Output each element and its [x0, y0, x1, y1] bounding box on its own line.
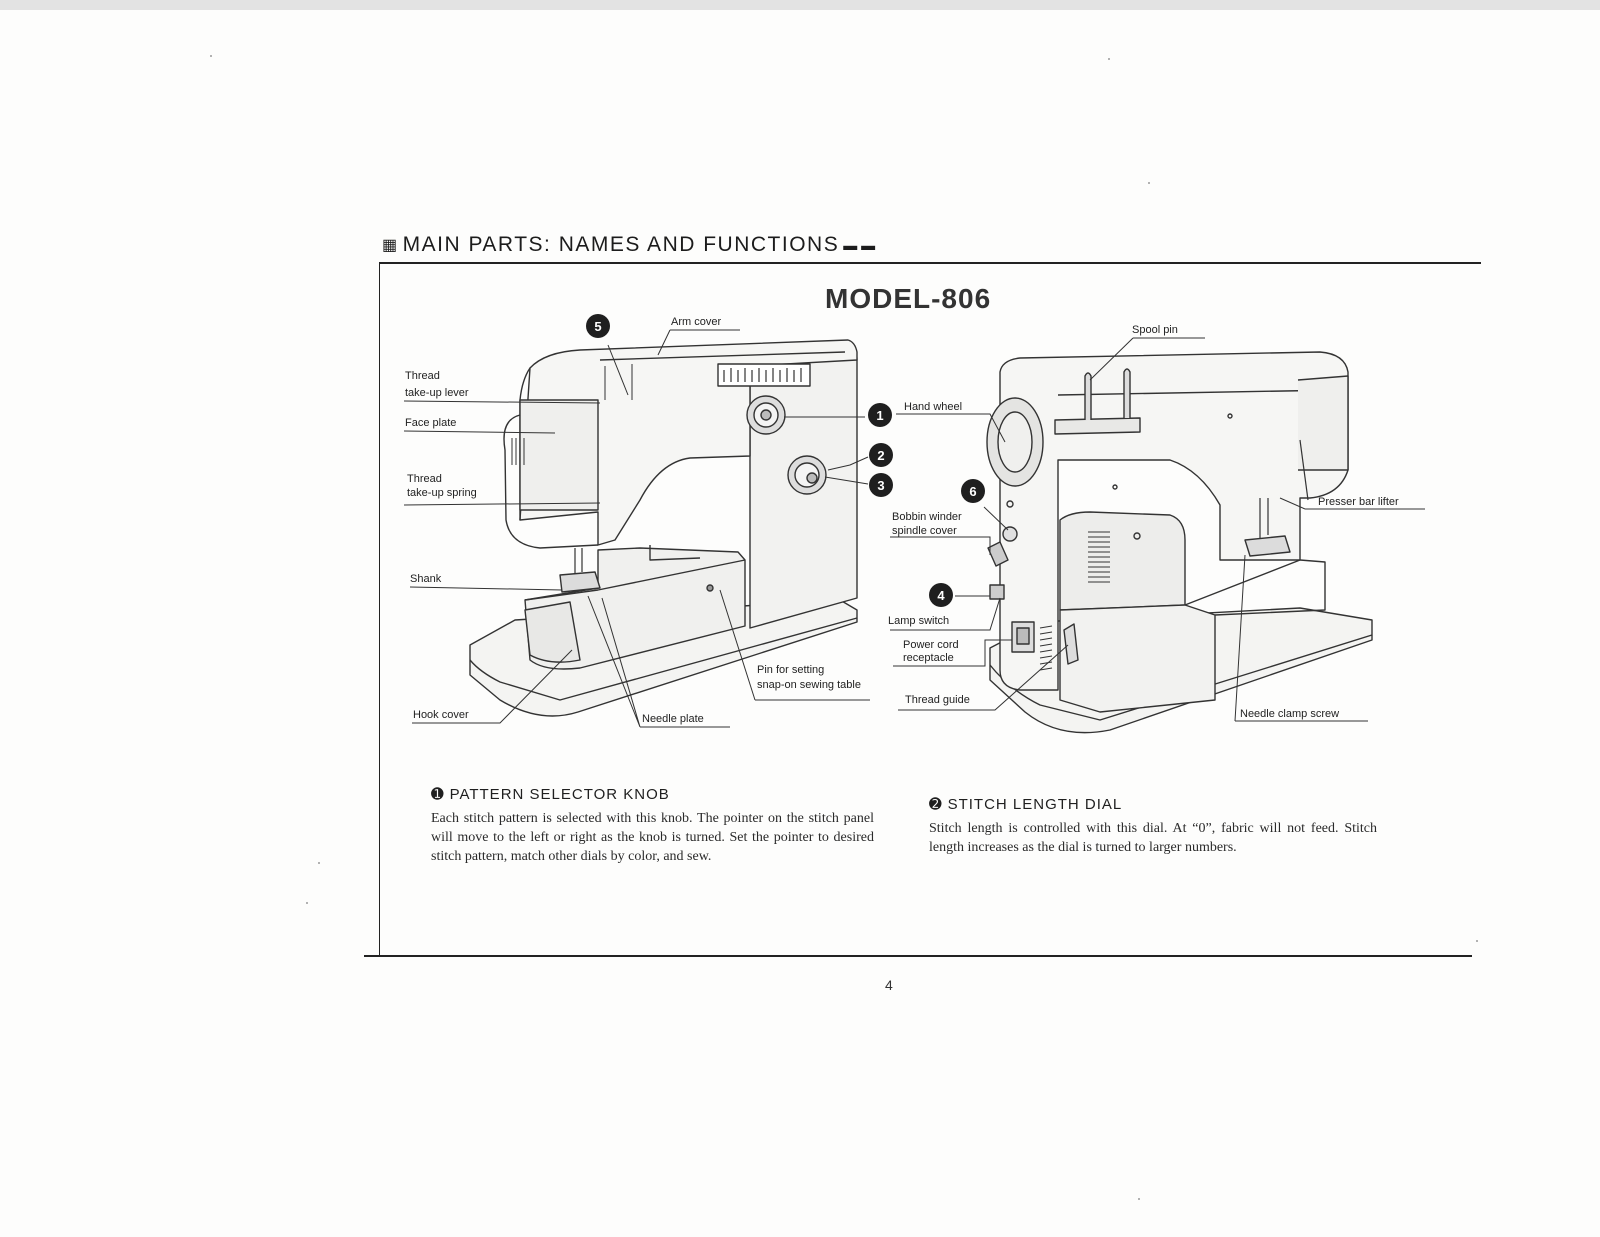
page-number: 4 [885, 977, 893, 993]
callout-4-number: 4 [937, 588, 945, 603]
number-two-icon: ➋ [929, 796, 943, 813]
callout-1-number: 1 [876, 408, 883, 423]
callout-6: 6 [961, 479, 985, 503]
power-cord-label: Power cord [903, 639, 959, 651]
section-stitch-length-title: ➋ STITCH LENGTH DIAL [929, 795, 1377, 814]
grid-icon: ▦ [382, 237, 399, 254]
scan-speck [210, 55, 212, 57]
thread-takeup-spring-label: Thread [407, 473, 442, 485]
section-pattern-selector: ➊ PATTERN SELECTOR KNOB Each stitch patt… [431, 785, 874, 866]
page-heading-text: MAIN PARTS: NAMES AND FUNCTIONS [402, 233, 840, 256]
scan-speck [306, 902, 308, 904]
section-pattern-selector-heading: PATTERN SELECTOR KNOB [449, 785, 670, 803]
frame-rule-left [379, 262, 380, 956]
presser-bar-lifter-label: Presser bar lifter [1318, 496, 1399, 508]
lamp-switch-label: Lamp switch [888, 615, 949, 627]
callout-2-number: 2 [877, 448, 884, 463]
section-stitch-length-body: Stitch length is controlled with this di… [929, 821, 1377, 855]
scan-speck [1148, 182, 1150, 184]
spool-pin-label: Spool pin [1132, 324, 1178, 336]
scan-top-band [0, 0, 1600, 10]
pin-table-label-line2: snap-on sewing table [757, 679, 861, 691]
arm-cover-label: Arm cover [671, 316, 721, 328]
heading-tail-icon: ▬ ▬ [843, 237, 876, 253]
thread-takeup-spring-label-line2: take-up spring [407, 487, 477, 499]
hand-wheel-label: Hand wheel [904, 401, 962, 413]
shank-label: Shank [410, 573, 442, 585]
number-one-icon: ➊ [431, 786, 445, 803]
callout-2: 2 [869, 443, 893, 467]
needle-clamp-screw-label: Needle clamp screw [1240, 708, 1339, 720]
section-pattern-selector-body: Each stitch pattern is selected with thi… [431, 811, 874, 864]
frame-rule-top [379, 262, 1481, 264]
bobbin-winder-label: Bobbin winder [892, 511, 962, 523]
callout-1: 1 [868, 403, 892, 427]
model-title: MODEL-806 [825, 283, 992, 314]
page-heading: ▦ MAIN PARTS: NAMES AND FUNCTIONS ▬ ▬ [382, 233, 875, 257]
callout-3-number: 3 [877, 478, 884, 493]
callout-5: 5 [586, 314, 610, 338]
needle-plate-label: Needle plate [642, 713, 704, 725]
scan-speck [1476, 940, 1478, 942]
thread-guide-label: Thread guide [905, 694, 970, 706]
frame-rule-bottom [364, 955, 1472, 957]
thread-takeup-lever-label-line2: take-up lever [405, 387, 469, 399]
callout-5-number: 5 [594, 319, 601, 334]
power-cord-label-line2: receptacle [903, 652, 954, 664]
scan-speck [318, 862, 320, 864]
callout-4: 4 [929, 583, 953, 607]
face-plate-label: Face plate [405, 417, 456, 429]
hook-cover-label: Hook cover [413, 709, 469, 721]
leader-lines [403, 329, 1425, 728]
section-stitch-length: ➋ STITCH LENGTH DIAL Stitch length is co… [929, 795, 1377, 857]
front-machine-illustration [469, 339, 858, 717]
callout-6-number: 6 [969, 484, 976, 499]
thread-takeup-lever-label: Thread [405, 370, 440, 382]
bobbin-winder-label-line2: spindle cover [892, 525, 957, 537]
callout-3: 3 [869, 473, 893, 497]
scan-speck [1138, 1198, 1140, 1200]
section-stitch-length-heading: STITCH LENGTH DIAL [947, 795, 1123, 813]
scan-speck [1108, 58, 1110, 60]
pin-table-label: Pin for setting [757, 664, 824, 676]
rear-machine-illustration [986, 351, 1373, 734]
section-pattern-selector-title: ➊ PATTERN SELECTOR KNOB [431, 785, 874, 804]
